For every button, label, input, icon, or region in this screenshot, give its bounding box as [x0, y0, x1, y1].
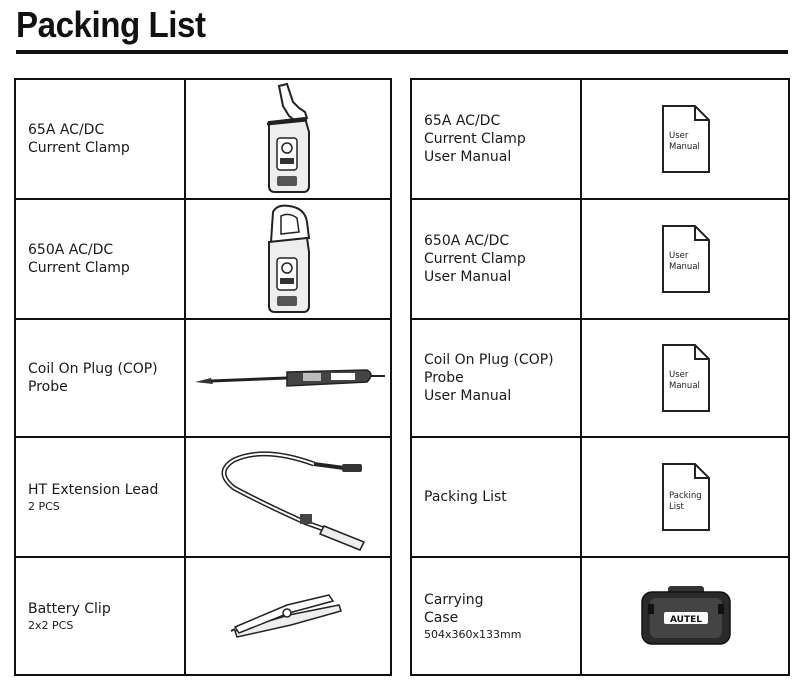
cop-probe-icon — [186, 320, 392, 436]
item-label-cell: Coil On Plug (COP) Probe — [28, 320, 158, 436]
doc-label-line: List — [669, 502, 685, 512]
item-label-cell: 65A AC/DC Current Clamp User Manual — [424, 80, 526, 198]
case-brand-logo: AUTEL — [670, 615, 702, 625]
doc-label-line: User — [669, 131, 689, 141]
battery-clip-icon — [186, 558, 392, 674]
doc-label-line: Manual — [669, 142, 700, 152]
item-dimensions: 504x360x133mm — [424, 627, 522, 641]
item-label-cell: Coil On Plug (COP) Probe User Manual — [424, 320, 554, 436]
row-divider — [412, 556, 788, 558]
item-label-line: Case — [424, 609, 459, 626]
row-divider — [412, 318, 788, 320]
item-label-line: HT Extension Lead — [28, 481, 159, 498]
doc-label-line: Manual — [669, 262, 700, 272]
item-label-line: 650A AC/DC — [28, 242, 114, 258]
item-label-line: Battery Clip — [28, 600, 111, 617]
doc-label-line: User — [669, 370, 689, 380]
item-label-line: Coil On Plug (COP) — [28, 361, 158, 377]
item-label-line: User Manual — [424, 269, 512, 285]
item-label-line: User Manual — [424, 149, 512, 165]
row-divider — [16, 436, 390, 438]
item-label-line: Coil On Plug (COP) — [424, 352, 554, 368]
item-label-line: Current Clamp — [28, 260, 130, 276]
item-label-cell: Battery Clip 2x2 PCS — [28, 558, 111, 674]
column-divider — [184, 80, 186, 674]
item-label-line: Probe — [28, 379, 68, 395]
item-label-cell: Carrying Case 504x360x133mm — [424, 558, 521, 674]
document-icon: User Manual — [582, 80, 790, 198]
item-label-cell: 650A AC/DC Current Clamp — [28, 200, 130, 318]
left-packing-table: 65A AC/DC Current Clamp 650A AC/DC Curre… — [14, 78, 392, 676]
right-packing-table: 65A AC/DC Current Clamp User Manual User… — [410, 78, 790, 676]
row-divider — [16, 556, 390, 558]
doc-label-line: User — [669, 251, 689, 261]
item-label-line: Carrying — [424, 591, 484, 608]
current-clamp-65a-icon — [186, 80, 392, 198]
row-divider — [412, 436, 788, 438]
doc-label-line: Packing — [669, 491, 702, 501]
document-icon: User Manual — [582, 200, 790, 318]
item-quantity: 2 PCS — [28, 499, 60, 513]
item-label-line: 650A AC/DC — [424, 233, 510, 249]
item-label-line: Probe — [424, 370, 464, 386]
document-icon: User Manual — [582, 320, 790, 436]
extension-lead-icon — [186, 438, 392, 556]
item-label-line: User Manual — [424, 388, 512, 404]
row-divider — [16, 198, 390, 200]
item-label-line: Current Clamp — [424, 131, 526, 147]
item-label-line: Packing List — [424, 489, 507, 505]
item-label-line: Current Clamp — [424, 251, 526, 267]
item-label-line: 65A AC/DC — [424, 113, 501, 129]
item-label-cell: 650A AC/DC Current Clamp User Manual — [424, 200, 526, 318]
row-divider — [412, 198, 788, 200]
title-underline — [16, 50, 788, 54]
carrying-case-icon: AUTEL — [582, 558, 790, 674]
item-label-line: 65A AC/DC — [28, 122, 105, 138]
current-clamp-650a-icon — [186, 200, 392, 318]
item-label-cell: HT Extension Lead 2 PCS — [28, 438, 158, 556]
column-divider — [580, 80, 582, 674]
doc-label-line: Manual — [669, 381, 700, 391]
item-label-cell: Packing List — [424, 438, 507, 556]
page-title: Packing List — [16, 4, 206, 45]
document-icon: Packing List — [582, 438, 790, 556]
item-label-line: Current Clamp — [28, 140, 130, 156]
item-label-cell: 65A AC/DC Current Clamp — [28, 80, 130, 198]
item-quantity: 2x2 PCS — [28, 618, 74, 632]
row-divider — [16, 318, 390, 320]
